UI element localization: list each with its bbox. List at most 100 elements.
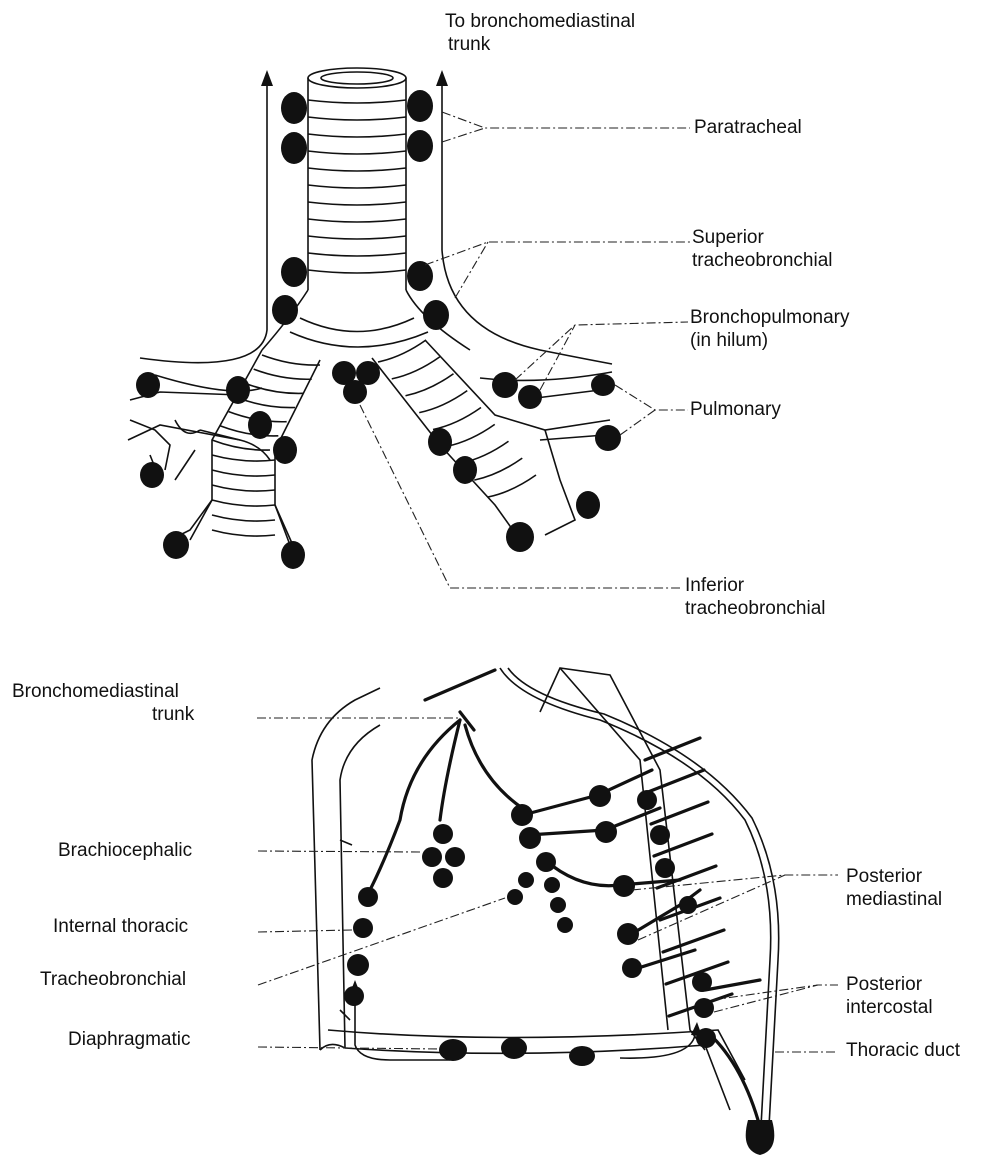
lymph-node: [507, 889, 523, 905]
thorax-diagram: Bronchomediastinal trunk Brachiocephalic…: [12, 668, 961, 1155]
label-internal-thoracic: Internal thoracic: [53, 916, 188, 937]
paratracheal-nodes: [281, 90, 433, 164]
tracheal-ring: [308, 185, 406, 188]
lymph-node: [423, 300, 449, 330]
label-paratracheal: Paratracheal: [694, 117, 802, 138]
tracheobronchial-nodes: [507, 804, 573, 933]
rib-line: [651, 802, 708, 824]
label-thoracic-duct: Thoracic duct: [846, 1040, 961, 1061]
leader-paratracheal: [442, 112, 690, 142]
lymph-node: [501, 1037, 527, 1059]
lymph-node: [655, 858, 675, 878]
label-posterior-mediastinal-line2: mediastinal: [846, 889, 942, 910]
lymph-node: [358, 887, 378, 907]
leader-inferior-tracheobronchial: [360, 405, 680, 588]
tracheal-ring: [308, 100, 406, 103]
bronchial-ring: [406, 374, 454, 396]
lymph-node: [544, 877, 560, 893]
tracheal-ring: [308, 253, 406, 256]
label-to-trunk-line1: To bronchomediastinal: [445, 11, 635, 32]
lymph-node: [407, 90, 433, 122]
diaphragm-upper: [328, 1030, 745, 1080]
lymph-node: [576, 491, 600, 519]
label-posterior-mediastinal-line1: Posterior: [846, 866, 923, 887]
lymph-node: [679, 896, 697, 914]
label-tracheobronchial: Tracheobronchial: [40, 969, 186, 990]
lymph-node: [281, 92, 307, 124]
lymph-node: [433, 868, 453, 888]
leader-tracheobronchial: [258, 898, 505, 985]
leader-brachiocephalic: [258, 851, 420, 852]
leader-internal-thoracic: [258, 930, 352, 932]
bronchial-ring: [488, 475, 536, 497]
lymph-node: [281, 257, 307, 287]
tracheal-ring: [308, 219, 406, 222]
label-bronchomediastinal-line2: trunk: [152, 704, 195, 725]
lymph-node: [492, 372, 518, 398]
label-inferior-line1: Inferior: [685, 575, 745, 596]
lymph-node: [273, 436, 297, 464]
tracheal-ring: [308, 270, 406, 273]
lymph-node: [595, 821, 617, 843]
inferior-tracheobronchial-nodes: [332, 361, 380, 404]
leader-pulmonary: [615, 385, 688, 435]
lymph-node: [439, 1039, 467, 1061]
lymph-node: [506, 522, 534, 552]
label-pulmonary: Pulmonary: [690, 399, 781, 420]
bronchial-ring: [212, 440, 270, 450]
lymph-node: [445, 847, 465, 867]
lymph-node: [550, 897, 566, 913]
label-diaphragmatic: Diaphragmatic: [68, 1029, 191, 1050]
lymph-node: [536, 852, 556, 872]
rib-line: [663, 930, 724, 952]
lymph-node: [637, 790, 657, 810]
lymph-node: [407, 130, 433, 162]
lymph-node: [281, 132, 307, 164]
cisterna-chyli: [746, 1120, 775, 1155]
bronchial-ring: [212, 530, 275, 536]
bronchial-ring: [212, 500, 275, 506]
superior-tracheobronchial-nodes: [272, 257, 449, 330]
lymph-node: [595, 425, 621, 451]
label-inferior-line2: tracheobronchial: [685, 598, 825, 619]
pulmonary-nodes: [136, 372, 621, 569]
vertebral-column-back: [560, 668, 668, 1030]
bronchial-ring: [378, 340, 426, 362]
label-posterior-intercostal-line1: Posterior: [846, 974, 923, 995]
lymph-node: [569, 1046, 595, 1066]
lymph-node: [428, 428, 452, 456]
drainage-arrow-right: [436, 70, 612, 364]
bronchial-ring: [262, 355, 320, 365]
lymph-node: [696, 1028, 716, 1048]
label-superior-line2: tracheobronchial: [692, 250, 832, 271]
lymph-node: [557, 917, 573, 933]
bronchial-ring: [254, 369, 312, 379]
rib-lines: [645, 738, 732, 1016]
bronchial-ring: [212, 485, 275, 491]
lymph-node: [140, 462, 164, 488]
bronchial-ring: [474, 458, 522, 480]
vertebral-column-front: [540, 668, 705, 1050]
lymph-node: [226, 376, 250, 404]
bronchial-ring: [447, 424, 495, 446]
bronchial-ring: [245, 383, 303, 393]
lymph-node: [136, 372, 160, 398]
diaphragmatic-nodes: [439, 1037, 595, 1066]
lymph-node: [248, 411, 272, 439]
lymph-node: [589, 785, 611, 807]
label-superior-line1: Superior: [692, 227, 764, 248]
lymph-node: [617, 923, 639, 945]
lymph-node: [518, 872, 534, 888]
brachiocephalic-nodes: [422, 824, 465, 888]
leader-superior-tracheobronchial: [425, 242, 690, 298]
bronchial-ring: [212, 470, 275, 476]
label-to-trunk-line2: trunk: [448, 34, 491, 55]
posterior-mediastinal-nodes: [589, 785, 642, 978]
trachea-diagram: To bronchomediastinal trunk Paratracheal…: [128, 11, 850, 619]
diaphragm-lower: [345, 1045, 730, 1110]
right-bronchus: [372, 340, 610, 540]
lymph-node: [453, 456, 477, 484]
lymph-node: [422, 847, 442, 867]
